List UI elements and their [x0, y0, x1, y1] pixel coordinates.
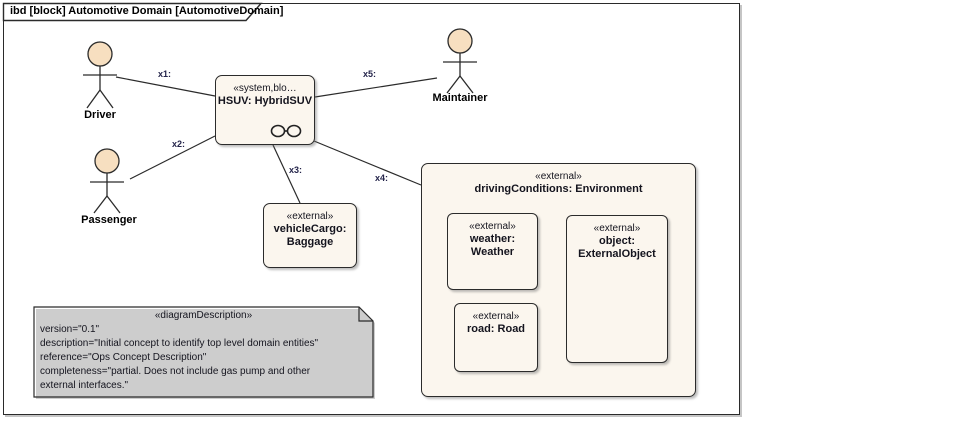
- note-shadow: [36, 309, 375, 399]
- block-environment-stereotype: «external»: [535, 171, 582, 182]
- actor-driver-figure[interactable]: [83, 41, 117, 109]
- connector-x1-line[interactable]: [115, 76, 216, 97]
- note-line-description: description="Initial concept to identify…: [40, 338, 319, 349]
- diagram-description-note[interactable]: «diagramDescription» version="0.1" descr…: [34, 307, 373, 393]
- frame-tab-title: ibd [block] Automotive Domain [Automotiv…: [10, 5, 284, 17]
- block-vehicle-cargo-name-line1: vehicleCargo:: [273, 223, 347, 235]
- block-object-stereotype: «external»: [593, 223, 641, 234]
- block-road-name: road: Road: [466, 323, 526, 335]
- actor-driver-label: Driver: [84, 109, 116, 121]
- block-object[interactable]: «external» object: ExternalObject: [566, 215, 668, 363]
- connector-x4-line[interactable]: [313, 140, 422, 186]
- block-hsuv-name: HSUV: HybridSUV: [217, 95, 313, 107]
- note-shape[interactable]: [33, 306, 374, 398]
- block-environment-name: drivingConditions: Environment: [474, 183, 643, 195]
- connector-x1-label[interactable]: x1:: [158, 69, 172, 79]
- connector-x3-line[interactable]: [272, 144, 301, 204]
- composite-structure-icon: [270, 124, 302, 138]
- block-weather-stereotype: «external»: [469, 221, 516, 232]
- actor-maintainer-label: Maintainer: [432, 92, 488, 104]
- block-road-stereotype: «external»: [472, 311, 520, 322]
- connector-x5-label[interactable]: x5:: [363, 69, 377, 79]
- note-line-reference: reference="Ops Concept Description": [40, 352, 207, 363]
- note-line-version: version="0.1": [40, 324, 100, 335]
- block-vehicle-cargo[interactable]: «external» vehicleCargo: Baggage: [263, 203, 357, 268]
- block-road[interactable]: «external» road: Road: [454, 303, 538, 372]
- connector-x5-line[interactable]: [314, 77, 438, 98]
- note-line-completeness: completeness="partial. Does not include …: [40, 366, 311, 377]
- block-weather[interactable]: «external» weather: Weather: [447, 213, 538, 290]
- connector-x2-label[interactable]: x2:: [172, 139, 186, 149]
- actor-passenger-head[interactable]: [94, 148, 120, 174]
- connector-x2-line[interactable]: [129, 135, 216, 180]
- note-stereotype: «diagramDescription»: [154, 310, 253, 321]
- connector-x3-label[interactable]: x3:: [289, 165, 303, 175]
- note-fold-corner: [358, 307, 373, 322]
- connector-x4-label[interactable]: x4:: [375, 173, 389, 183]
- block-vehicle-cargo-stereotype: «external»: [286, 211, 334, 222]
- block-vehicle-cargo-name-line2: Baggage: [286, 236, 334, 248]
- block-object-name-line1: object:: [598, 235, 636, 247]
- frame-tab[interactable]: [2, 2, 263, 22]
- note-line-completeness2: external interfaces.": [40, 380, 129, 391]
- block-hsuv-stereotype: «system,blo…: [233, 83, 297, 94]
- actor-passenger-figure[interactable]: [90, 148, 124, 214]
- actor-driver-head[interactable]: [87, 41, 113, 67]
- actor-maintainer-figure[interactable]: [443, 28, 477, 94]
- actor-maintainer-head[interactable]: [447, 28, 473, 54]
- block-object-name-line2: ExternalObject: [578, 248, 656, 260]
- block-weather-name: weather: Weather: [469, 233, 516, 258]
- block-hsuv[interactable]: «system,blo… HSUV: HybridSUV: [215, 75, 315, 145]
- actor-passenger-label: Passenger: [81, 214, 137, 226]
